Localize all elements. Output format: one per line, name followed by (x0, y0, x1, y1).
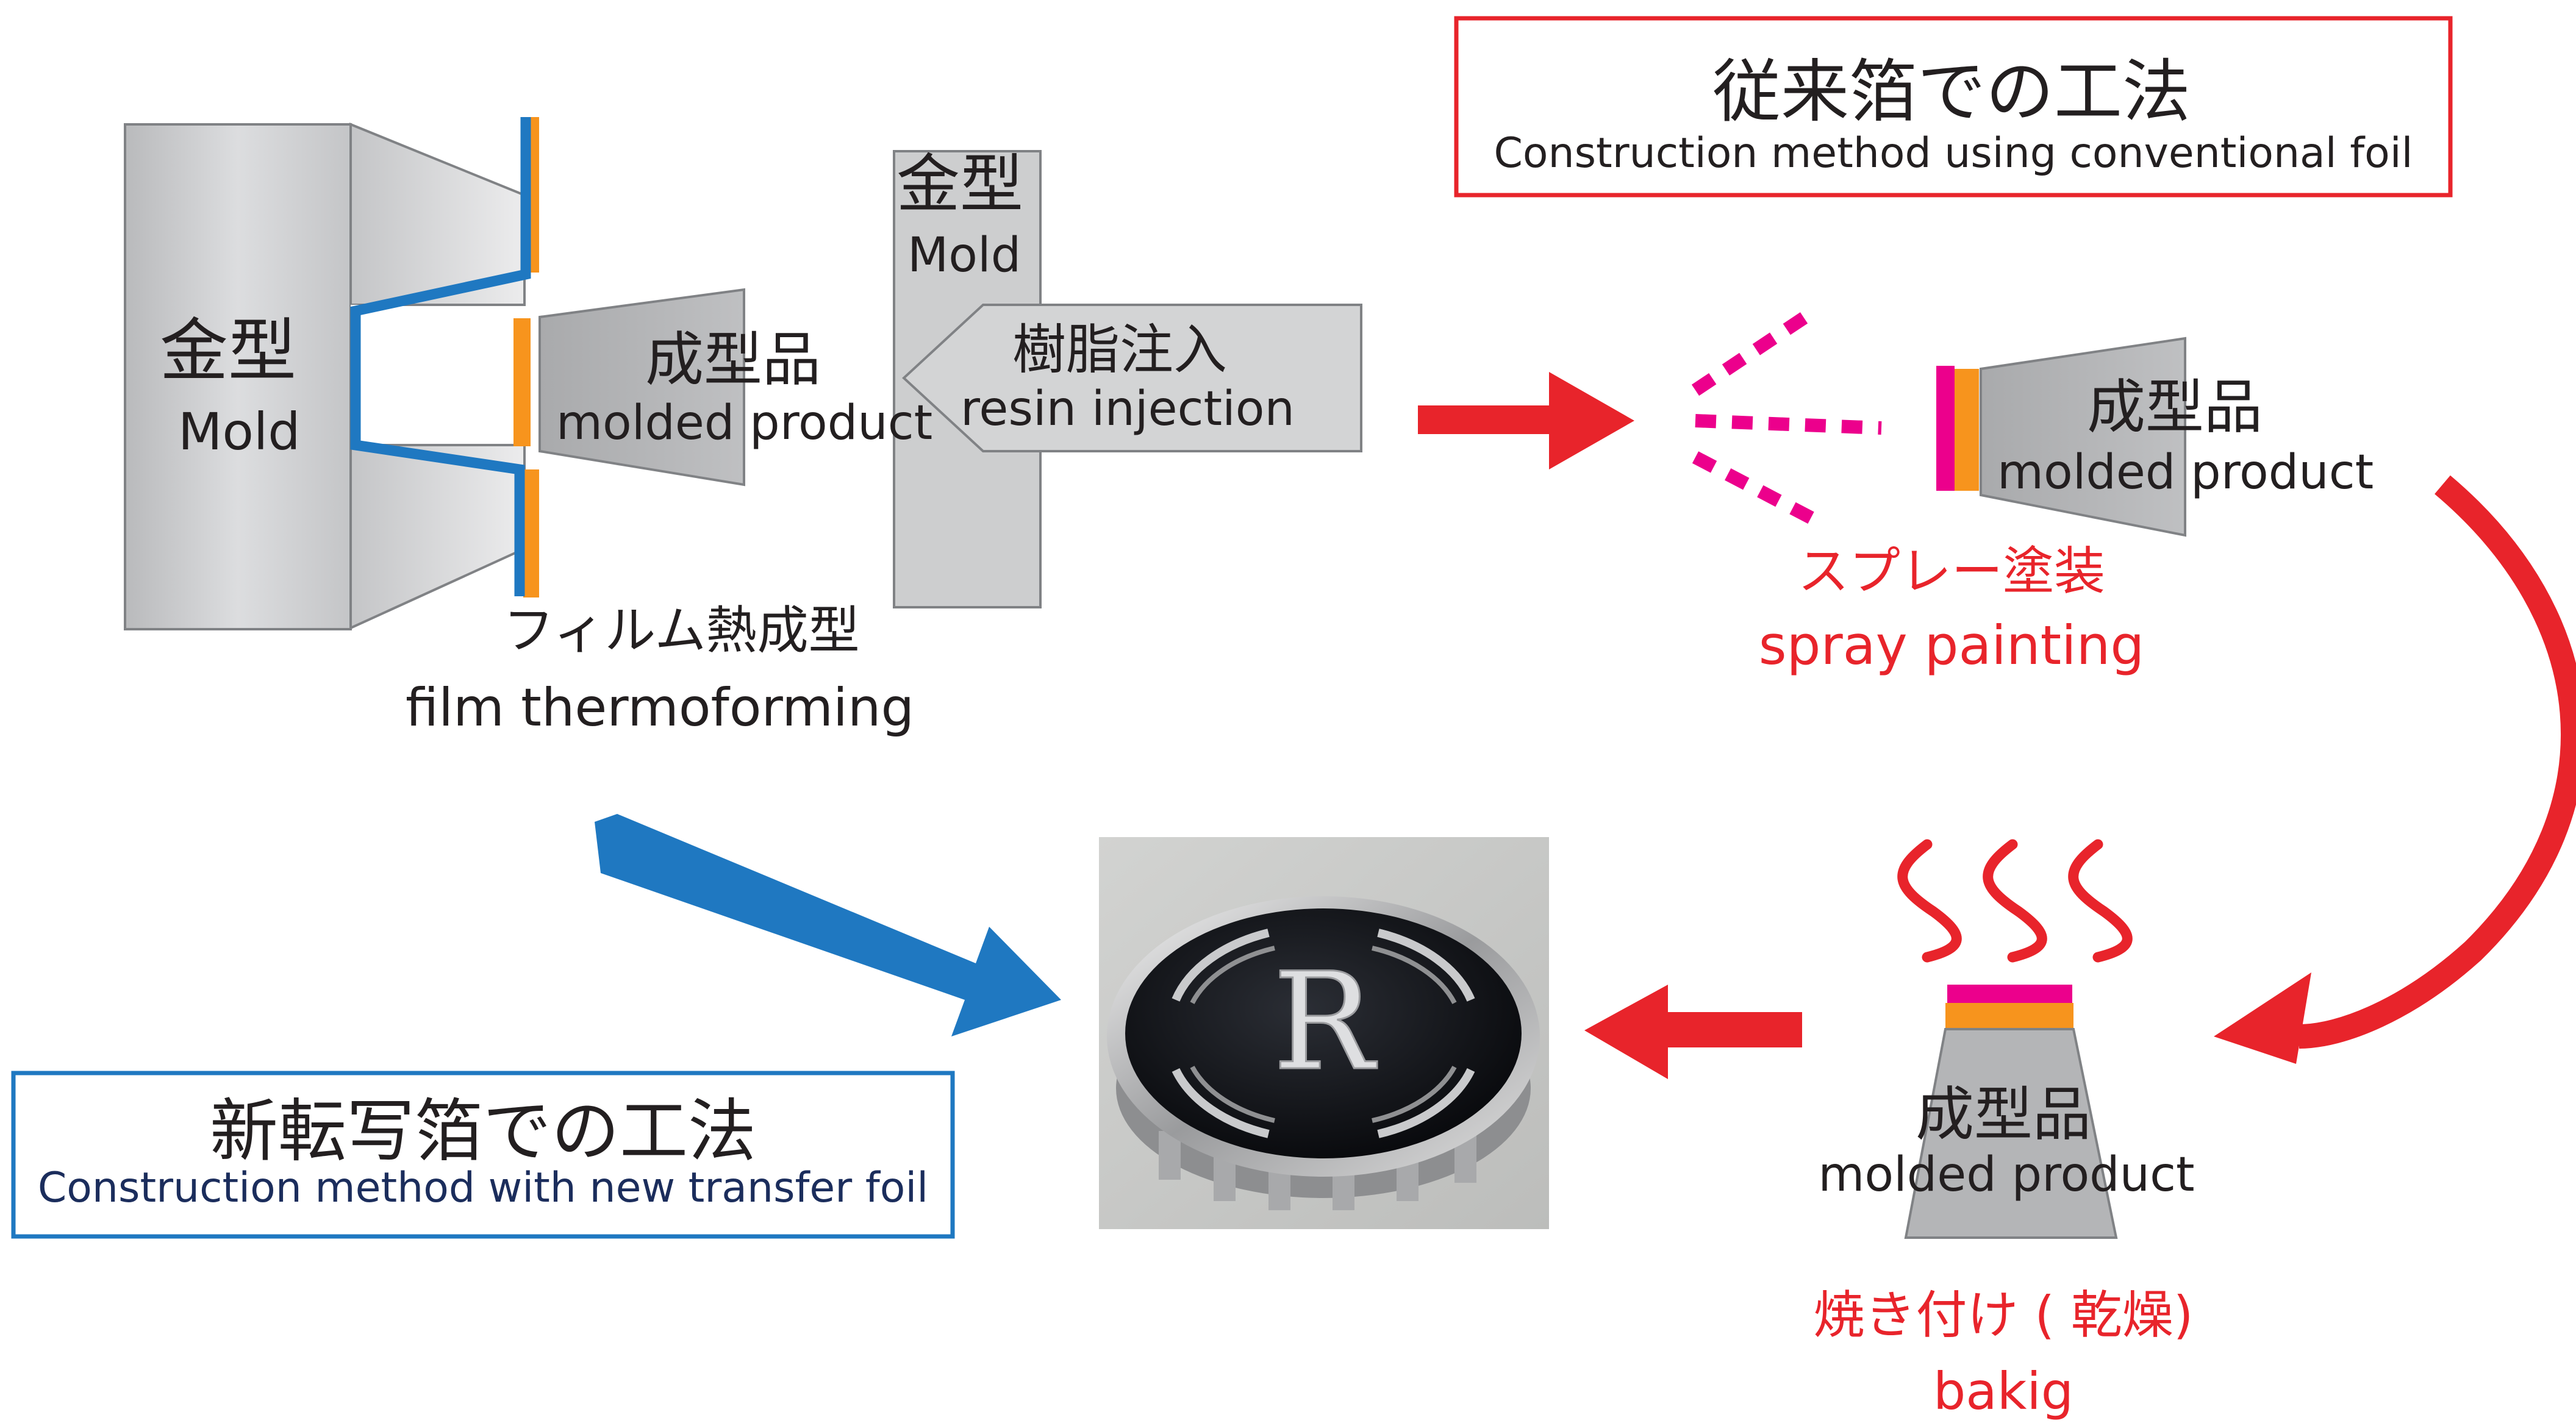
spray-line-lower (1692, 451, 1827, 530)
right-mold-assembly (893, 150, 1362, 608)
heat-wave-3 (2068, 839, 2133, 963)
arrow-new-method (595, 814, 1061, 1036)
arrow-to-spray (1418, 372, 1634, 469)
arrow-new-method-shape (595, 814, 1061, 1036)
baking-jp: 焼き付け ( 乾燥) (1813, 1285, 2194, 1345)
cap-ring-segments (1172, 929, 1475, 1138)
curved-arrow-head (2214, 972, 2311, 1064)
paint-layer-3 (1947, 985, 2072, 1003)
mold-right-jp: 金型 (896, 147, 1024, 221)
foil-layer-2 (1955, 369, 1979, 491)
molded-product-3-assembly (1904, 985, 2118, 1239)
film-thermoforming-jp: フィルム熱成型 (503, 601, 860, 660)
cap-inner-ring (1190, 946, 1457, 1123)
molded-product-3-shape (1904, 1028, 2118, 1239)
foil-layer-3 (1945, 1003, 2073, 1029)
foil-strip-middle (513, 318, 531, 446)
left-mold-lower-cavity (349, 444, 526, 630)
molded-product-2-en: molded product (1997, 445, 2374, 500)
emblem-letter: R (1273, 944, 1377, 1100)
arrow-to-spray-shape (1418, 372, 1634, 469)
spray-line-middle (1695, 414, 1882, 435)
product-photo: R (1099, 837, 1549, 1229)
mold-right-en: Mold (907, 228, 1021, 283)
molded-product-3-jp: 成型品 (1916, 1080, 2091, 1149)
molded-product-1-jp: 成型品 (645, 326, 821, 394)
spray-painting-jp: スプレー塗装 (1797, 541, 2106, 601)
mold-left-en: Mold (178, 402, 301, 462)
arrow-to-photo (1584, 985, 1802, 1079)
molded-product-2-shape (1980, 337, 2186, 537)
film-thermoforming-en: film thermoforming (406, 677, 915, 738)
curved-arrow-to-baking (2214, 475, 2576, 1064)
new-method-box (11, 1071, 955, 1239)
arrow-to-photo-shape (1584, 985, 1802, 1079)
molded-product-1-shape (538, 288, 745, 487)
baking-en: bakig (1933, 1361, 2074, 1421)
spray-painting-en: spray painting (1758, 614, 2145, 677)
molded-product-3-en: molded product (1818, 1147, 2195, 1202)
resin-injection-nozzle (902, 304, 1362, 452)
left-mold-assembly (124, 117, 745, 630)
molded-product-2-jp: 成型品 (2087, 373, 2263, 441)
mold-left-jp: 金型 (160, 312, 296, 391)
resin-injection-jp: 樹脂注入 (1012, 318, 1228, 381)
new-method-title-jp: 新転写箔での工法 (210, 1092, 756, 1171)
left-mold-upper-cavity (349, 123, 526, 306)
thermoformed-film (350, 117, 531, 596)
curved-arrow-body (2299, 475, 2576, 1049)
spray-pattern (1691, 311, 1882, 530)
foil-strip-bottom (523, 469, 539, 597)
spray-line-upper (1691, 311, 1809, 396)
heat-wave-2 (1983, 839, 2047, 963)
resin-injection-en: resin injection (961, 382, 1295, 437)
left-mold-block (124, 123, 352, 630)
conventional-title-en: Construction method using conventional f… (1494, 129, 2413, 177)
conventional-title-jp: 従来箔での工法 (1712, 52, 2191, 132)
paint-layer-2 (1936, 366, 1955, 491)
heat-wave-1 (1897, 839, 1962, 963)
molded-product-2-assembly (1936, 337, 2186, 537)
new-method-title-en: Construction method with new transfer fo… (37, 1164, 929, 1212)
conventional-method-box (1454, 16, 2453, 198)
heat-waves (1897, 839, 2133, 963)
molded-product-1-en: molded product (556, 396, 933, 451)
